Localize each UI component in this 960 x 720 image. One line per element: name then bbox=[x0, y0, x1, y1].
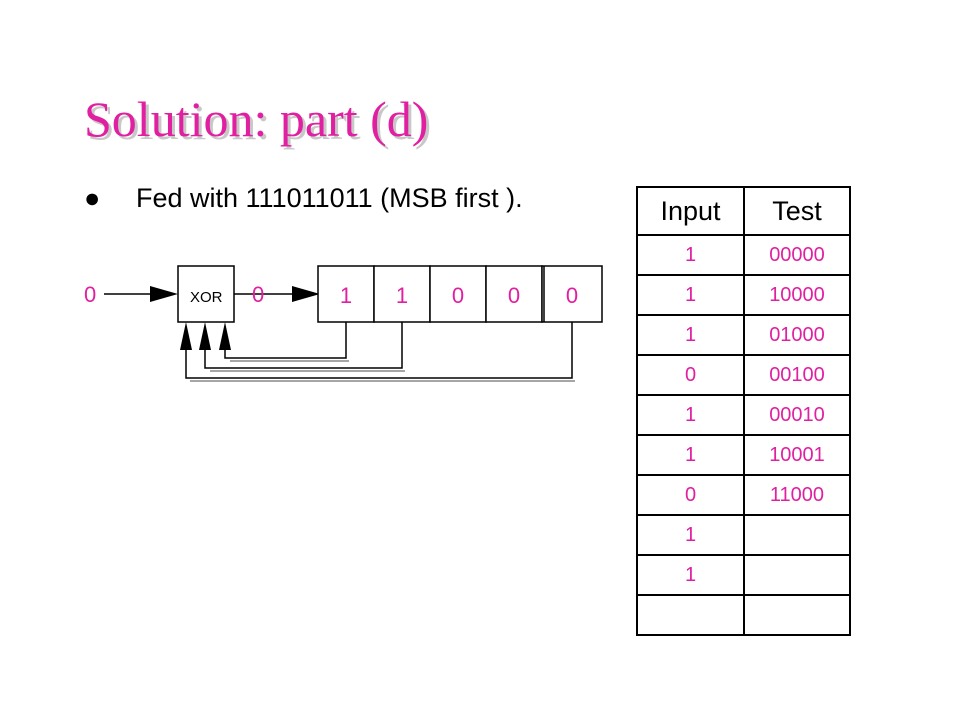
register-bit: 0 bbox=[566, 283, 578, 308]
test-cell: 00100 bbox=[743, 354, 851, 396]
feedback-arrow-head-1 bbox=[180, 322, 192, 350]
table-row: 1 bbox=[636, 514, 851, 556]
xor-box bbox=[177, 265, 235, 323]
slide-title: Solution: part (d) bbox=[84, 91, 429, 147]
input-cell: 1 bbox=[636, 554, 745, 596]
input-cell: 1 bbox=[636, 274, 745, 316]
register-cell bbox=[485, 265, 543, 323]
bullet-icon: ● bbox=[84, 183, 101, 213]
test-cell bbox=[743, 554, 851, 596]
input-cell: 1 bbox=[636, 514, 745, 556]
test-cell: 00000 bbox=[743, 234, 851, 276]
input-cell: 1 bbox=[636, 314, 745, 356]
feedback-line-3 bbox=[185, 322, 573, 379]
test-cell bbox=[743, 594, 851, 636]
feedback-arrow-head-2 bbox=[199, 322, 211, 350]
input-cell: 1 bbox=[636, 434, 745, 476]
feedback-arrow-head-3 bbox=[219, 322, 231, 350]
test-cell bbox=[743, 514, 851, 556]
test-cell: 01000 bbox=[743, 314, 851, 356]
input-cell: 1 bbox=[636, 394, 745, 436]
register-cell bbox=[541, 265, 603, 323]
input-arrow-head bbox=[150, 286, 178, 302]
register-bit: 0 bbox=[508, 283, 520, 308]
test-cell: 00010 bbox=[743, 394, 851, 436]
input-cell: 1 bbox=[636, 234, 745, 276]
xor-label: XOR bbox=[190, 289, 223, 306]
input-cell: 0 bbox=[636, 474, 745, 516]
test-cell: 10000 bbox=[743, 274, 851, 316]
register-bit: 1 bbox=[396, 283, 408, 308]
register-bit: 0 bbox=[452, 283, 464, 308]
register-bit: 1 bbox=[340, 283, 352, 308]
test-cell: 10001 bbox=[743, 434, 851, 476]
xor-output-arrow-head bbox=[292, 286, 320, 302]
xor-output-value: 0 bbox=[252, 282, 264, 307]
table-header-row: Input Test bbox=[636, 186, 851, 236]
bullet-text: Fed with 111011011 (MSB first ). bbox=[136, 183, 523, 213]
feedback-line-1 bbox=[224, 322, 347, 359]
column-header-test: Test bbox=[743, 186, 851, 236]
input-cell bbox=[636, 594, 745, 636]
register-cell bbox=[429, 265, 487, 323]
table-row bbox=[636, 594, 851, 636]
table-row: 1 bbox=[636, 554, 851, 596]
input-value: 0 bbox=[84, 282, 96, 307]
input-cell: 0 bbox=[636, 354, 745, 396]
feedback-line-2 bbox=[204, 322, 403, 369]
test-cell: 11000 bbox=[743, 474, 851, 516]
column-header-input: Input bbox=[636, 186, 745, 236]
